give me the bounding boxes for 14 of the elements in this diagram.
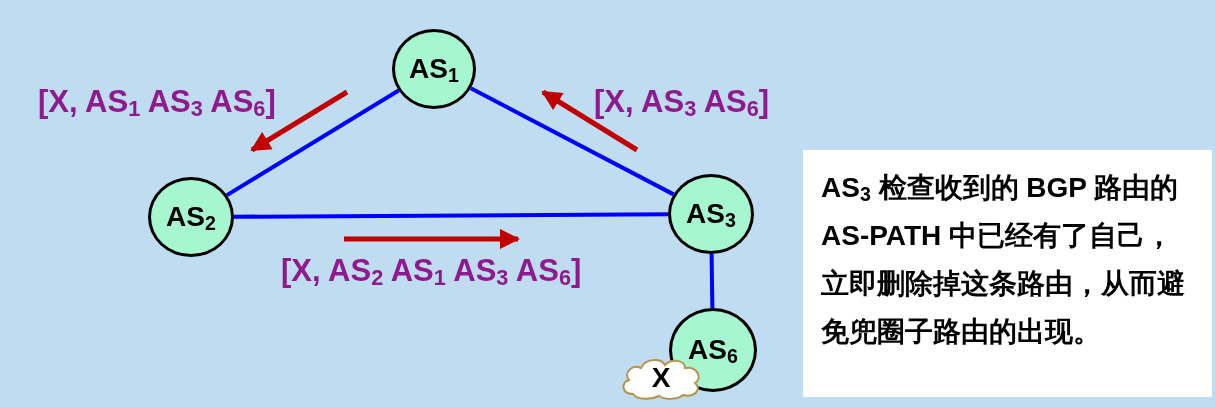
note-text: AS$_{3}$ 检查收到的 BGP 路由的 AS-PATH 中已经有了自己，立即删除掉这条路由，从而避免兜圈子路由的出现。 <box>821 171 1186 349</box>
node-label: AS$_{3}$ <box>686 198 736 230</box>
path-label: [X, AS$_{2}$ AS$_{1}$ AS$_{3}$ AS$_{6}$] <box>281 253 582 289</box>
link-line <box>709 253 715 309</box>
node-label: AS$_{1}$ <box>409 53 459 85</box>
node-label: AS$_{2}$ <box>166 201 216 233</box>
node-label: AS$_{6}$ <box>688 334 738 366</box>
node-label: X <box>651 362 671 394</box>
link-line <box>234 212 668 219</box>
link-line <box>469 86 675 197</box>
path-label: [X, AS$_{1}$ AS$_{3}$ AS$_{6}$] <box>38 84 276 120</box>
path-label: [X, AS$_{3}$ AS$_{6}$] <box>594 84 770 120</box>
note-panel <box>803 150 1212 397</box>
link-line <box>225 88 400 197</box>
